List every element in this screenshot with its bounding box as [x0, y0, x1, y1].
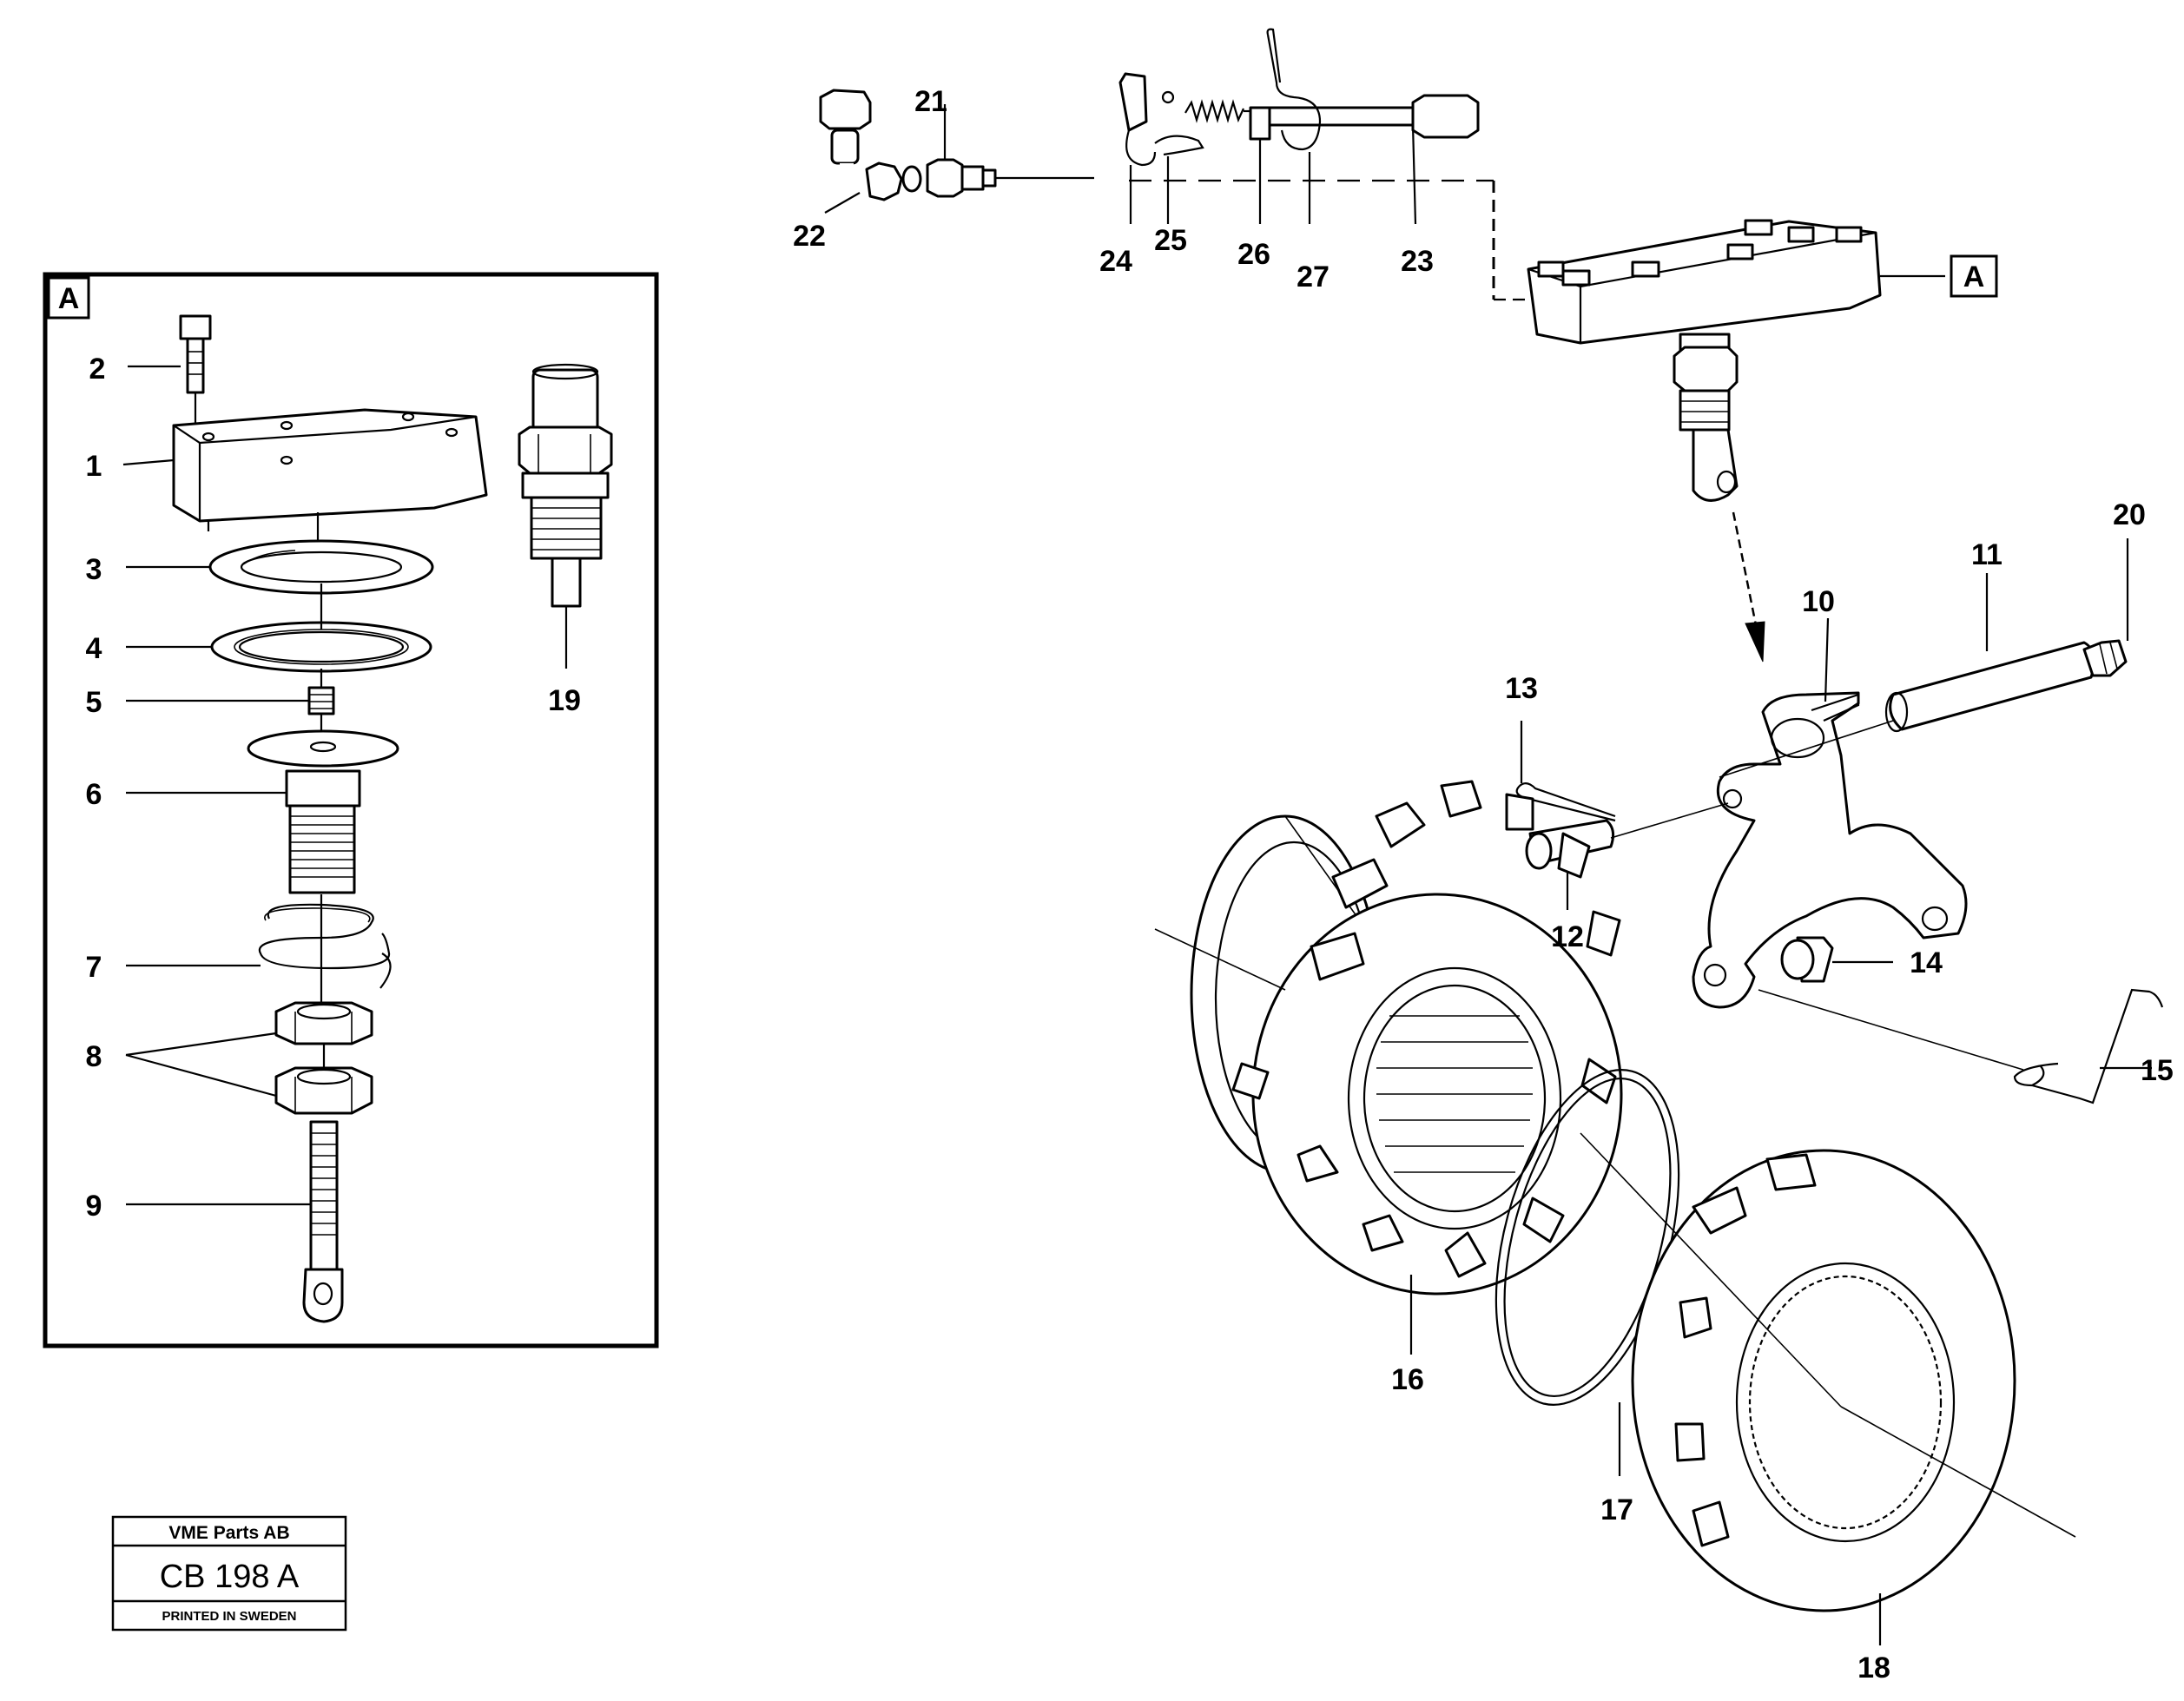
- shift-rod-icon: [1249, 94, 1480, 225]
- title-block-company: VME Parts AB: [168, 1523, 289, 1543]
- part-label-12: 12: [1551, 920, 1584, 953]
- cover-housing-icon: [1527, 219, 1945, 502]
- flanged-sleeve-icon: [247, 729, 399, 894]
- part-label-16: 16: [1391, 1363, 1424, 1396]
- title-block-printed: PRINTED IN SWEDEN: [162, 1609, 296, 1624]
- part-label-27: 27: [1297, 260, 1330, 293]
- part-label-13: 13: [1505, 672, 1538, 705]
- part-label-26: 26: [1237, 238, 1270, 271]
- part-label-1: 1: [86, 450, 102, 483]
- part-label-19: 19: [548, 684, 581, 717]
- pin-clip-icon: [1154, 90, 1204, 224]
- callout-tag: A: [1950, 254, 1998, 298]
- arrow-down-icon: [1732, 511, 1765, 663]
- detail-box-tag-text: A: [58, 282, 80, 315]
- hose-pipe-icon: [819, 18, 1136, 153]
- part-label-15: 15: [2141, 1054, 2174, 1087]
- part-label-6: 6: [86, 778, 102, 811]
- part-label-3: 3: [86, 553, 102, 586]
- part-label-23: 23: [1401, 245, 1434, 278]
- part-label-8: 8: [86, 1040, 102, 1073]
- sensor-switch-icon: [518, 363, 613, 669]
- title-block: VME Parts AB CB 198 A PRINTED IN SWEDEN: [111, 1515, 347, 1632]
- leader-lines-fork: [1824, 573, 1989, 702]
- detail-box-tag: [47, 276, 90, 320]
- part-label-10: 10: [1802, 585, 1835, 618]
- callout-tag-text: A: [1963, 260, 1985, 293]
- return-spring-icon: [1184, 99, 1250, 123]
- leader-lines-top: [824, 104, 947, 214]
- part-label-7: 7: [86, 951, 102, 984]
- elbow-fitting-icon: [830, 129, 922, 201]
- part-label-4: 4: [86, 632, 102, 665]
- part-label-21: 21: [914, 85, 947, 118]
- plug-screw-icon: [2082, 538, 2129, 677]
- shift-fork-icon: [1692, 691, 1968, 1009]
- part-label-2: 2: [89, 353, 106, 386]
- clevis-pin-icon: [1525, 802, 1729, 910]
- pivot-pin-icon: [1780, 936, 1893, 983]
- part-label-11: 11: [1971, 538, 2003, 571]
- part-label-18: 18: [1857, 1652, 1890, 1685]
- bolt-icon: [179, 314, 212, 425]
- cover-plate-icon: [172, 408, 488, 556]
- dog-ring-icon: [1154, 928, 2076, 1645]
- hex-nut-icon: [274, 1001, 373, 1045]
- dashed-link: [1129, 179, 1533, 301]
- part-label-17: 17: [1600, 1493, 1633, 1526]
- part-label-22: 22: [793, 220, 826, 253]
- part-label-9: 9: [86, 1190, 102, 1223]
- union-fitting-icon: [926, 130, 1094, 198]
- plug-icon: [307, 669, 335, 736]
- clutch-sleeve-icon: [1190, 780, 1623, 1355]
- bracket-clip-icon: [1118, 72, 1157, 224]
- eye-bolt-icon: [302, 1120, 344, 1323]
- spring-clip-icon: [1266, 28, 1322, 224]
- part-label-5: 5: [86, 686, 102, 719]
- part-label-25: 25: [1154, 224, 1187, 257]
- title-block-code: CB 198 A: [160, 1559, 300, 1595]
- seal-ring-icon: [210, 583, 432, 673]
- hex-nut-icon: [274, 1044, 373, 1115]
- wire-spring-icon: [1758, 988, 2164, 1104]
- coil-spring-icon: [258, 894, 392, 1007]
- part-label-14: 14: [1910, 946, 1943, 979]
- leader-lines-box: [122, 365, 311, 1206]
- part-label-20: 20: [2113, 498, 2146, 531]
- detail-box-a: A: [43, 272, 659, 1348]
- part-labels: 2 1 3 4 5 6 7 8 9 19 21 22 24 25 26 27 2…: [86, 85, 2174, 1685]
- part-label-24: 24: [1099, 245, 1132, 278]
